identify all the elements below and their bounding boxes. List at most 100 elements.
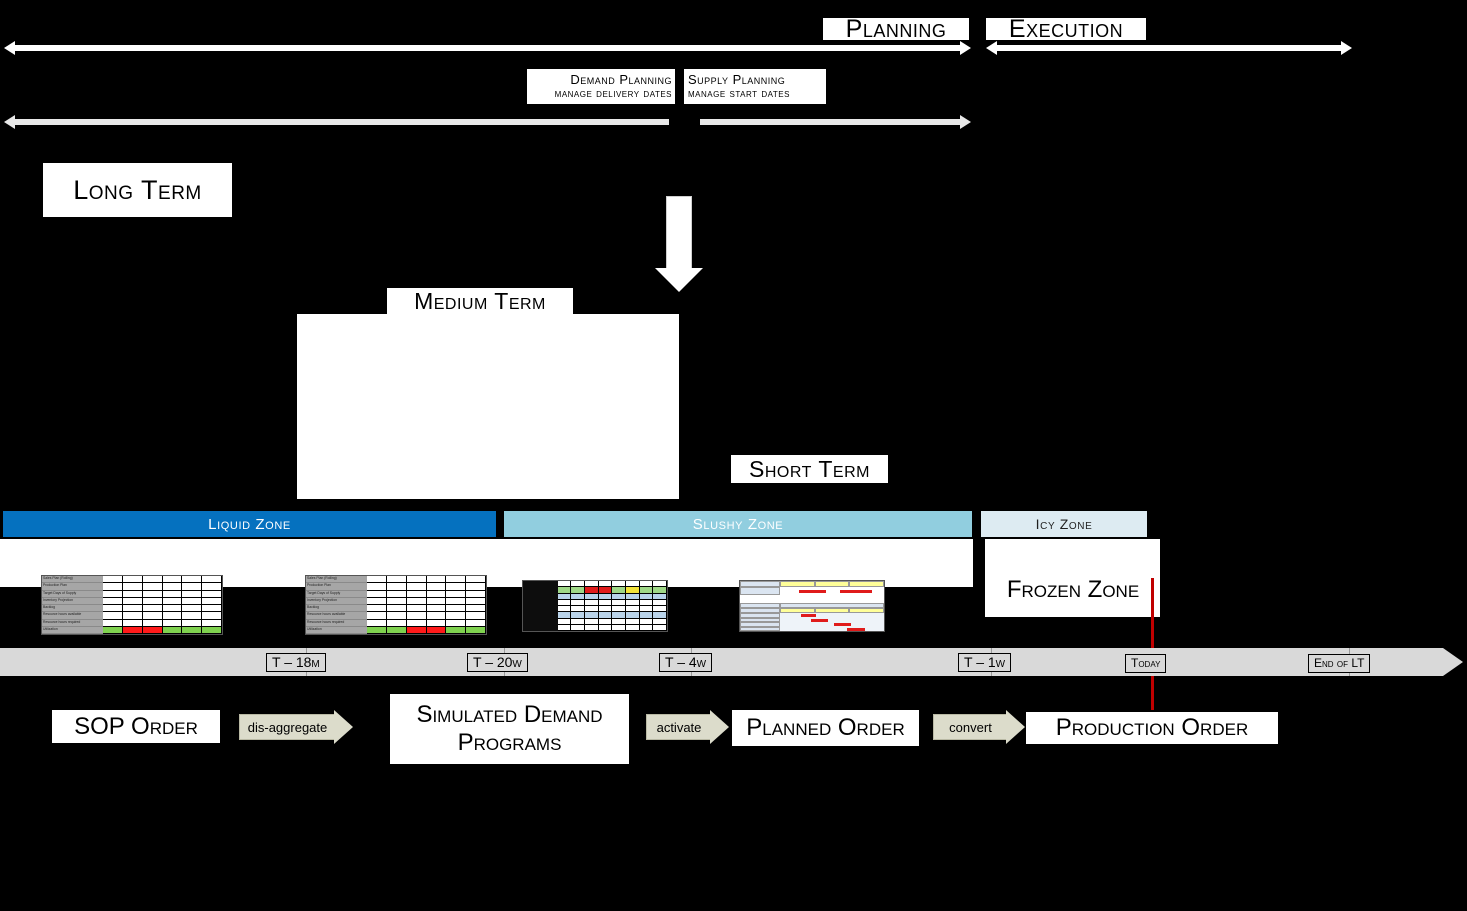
- demand-planning-arrow: [4, 115, 679, 129]
- thumb-header-row: Target Days of Supply: [306, 591, 368, 598]
- thumb-header-row: Inventory Projection: [42, 598, 104, 605]
- flow-step-simulated-demand-programs[interactable]: Simulated Demand Programs: [390, 694, 629, 764]
- thumb-header-row: Production Plan: [306, 583, 368, 591]
- gantt-left-col: [740, 622, 781, 627]
- thumb-header-row: Production Plan: [42, 583, 104, 591]
- medium-term-label: Medium Term: [387, 288, 573, 314]
- gantt-bar: [798, 590, 826, 594]
- supply-planning-title: Supply Planning: [688, 72, 786, 88]
- thumb-header-row: Resource hours available: [42, 612, 104, 620]
- thumb-row: [367, 590, 486, 598]
- frozen-zone-label: Frozen Zone: [1006, 576, 1140, 603]
- arrow-shaft: [14, 45, 961, 51]
- thumb-grid: [103, 576, 222, 634]
- arrow-shaft: [700, 119, 961, 125]
- timeline-axis: T – 18m T – 20w T – 4w T – 1w Today End …: [0, 648, 1467, 676]
- thumb-row: [523, 612, 667, 619]
- arrow-tip: [655, 268, 703, 292]
- flow-step-sop-order[interactable]: SOP Order: [52, 710, 220, 743]
- thumb-row: [103, 583, 222, 590]
- arrow-shaft: activate: [646, 714, 711, 740]
- arrow-shaft: [14, 119, 669, 125]
- axis-label-end-of-lt: End of LT: [1308, 654, 1371, 673]
- gantt-bar: [840, 590, 872, 594]
- thumb-row: [103, 619, 222, 627]
- gantt-track: [780, 622, 884, 627]
- arrow-head-left: [986, 41, 997, 55]
- thumb-row: [523, 599, 667, 606]
- thumb-row: [103, 590, 222, 598]
- thumb-row-label: [523, 624, 558, 631]
- thumb-row-headers: Sales Plan (Rolling) Production Plan Tar…: [42, 576, 104, 634]
- today-marker-line-lower: [1151, 676, 1154, 710]
- gantt-header-band-2: [740, 608, 884, 614]
- gantt-left-col: [740, 587, 781, 596]
- thumb-row-headers: Sales Plan (Rolling) Production Plan Tar…: [306, 576, 368, 634]
- arrow-shaft: convert: [933, 714, 1007, 740]
- gantt-track: [780, 613, 884, 618]
- thumb-row-label: [523, 581, 558, 588]
- zone-content-panel-right: [985, 539, 1160, 617]
- gantt-row: [740, 617, 884, 623]
- flow-step-production-order[interactable]: Production Order: [1026, 712, 1278, 744]
- gantt-date-header: [780, 581, 815, 588]
- gantt-left-col: [740, 613, 781, 618]
- gantt-left-col: [740, 602, 781, 609]
- thumb-row: [523, 593, 667, 600]
- gantt-date-header: [780, 608, 815, 614]
- gantt-section-header: [740, 602, 884, 609]
- gantt-row: [740, 622, 884, 627]
- flow-transition-convert: convert: [933, 710, 1025, 744]
- cascade-down-arrow: [655, 196, 703, 292]
- arrow-head: [334, 710, 353, 744]
- gantt-bar: [801, 614, 816, 618]
- gantt-date-header: [849, 581, 884, 588]
- flow-step-planned-order[interactable]: Planned Order: [732, 710, 919, 746]
- execution-phase-label: Execution: [986, 16, 1146, 42]
- thumb-row: [367, 597, 486, 605]
- supply-planning-box: Supply Planning manage start dates: [684, 69, 826, 104]
- axis-label-t-minus-4w: T – 4w: [659, 653, 713, 672]
- flow-transition-label: activate: [656, 719, 702, 735]
- demand-planning-box: Demand Planning manage delivery dates: [527, 69, 675, 104]
- thumb-row: [523, 624, 667, 631]
- gantt-bar: [811, 618, 828, 622]
- thumbnail-planning-table: [522, 580, 668, 632]
- supply-planning-arrow: [690, 115, 971, 129]
- thumb-header-row: Inventory Projection: [306, 598, 368, 605]
- gantt-row: [740, 626, 884, 631]
- thumb-row-label: [523, 587, 558, 594]
- thumb-header-row: Resource hours required: [42, 620, 104, 627]
- gantt-left-col: [740, 581, 781, 588]
- thumb-row: [523, 618, 667, 625]
- thumbnail-gantt-schedule: [739, 580, 885, 632]
- flow-transition-dis-aggregate: dis-aggregate: [239, 710, 353, 744]
- thumb-header-row: Backlog: [42, 605, 104, 613]
- thumb-row: [103, 576, 222, 583]
- thumb-header-row: Sales Plan (Rolling): [42, 576, 104, 584]
- arrow-head-left: [4, 115, 15, 129]
- gantt-row: [740, 613, 884, 618]
- demand-planning-title: Demand Planning: [570, 72, 672, 88]
- arrow-head-right: [1341, 41, 1352, 55]
- thumb-row-label: [523, 599, 558, 606]
- thumbnail-capacity-sheet-1: Sales Plan (Rolling) Production Plan Tar…: [41, 575, 223, 635]
- thumb-row: [367, 619, 486, 627]
- thumb-row-utilization: [103, 626, 222, 634]
- planning-phase-label: Planning: [823, 16, 969, 42]
- axis-label-t-minus-1w: T – 1w: [958, 653, 1012, 672]
- demand-planning-subtitle: manage delivery dates: [554, 86, 672, 101]
- gantt-date-header: [849, 608, 884, 614]
- thumb-row: [523, 606, 667, 613]
- axis-label-t-minus-20w: T – 20w: [467, 653, 528, 672]
- thumb-row: [103, 612, 222, 619]
- arrow-head: [710, 710, 729, 744]
- thumb-row: [367, 583, 486, 590]
- zone-bar-liquid: Liquid Zone: [2, 510, 497, 538]
- thumb-row-status: [523, 587, 667, 594]
- today-marker-line: [1151, 578, 1154, 648]
- thumb-row: [367, 605, 486, 612]
- gantt-track: [780, 587, 884, 595]
- thumb-header-row: Backlog: [306, 605, 368, 613]
